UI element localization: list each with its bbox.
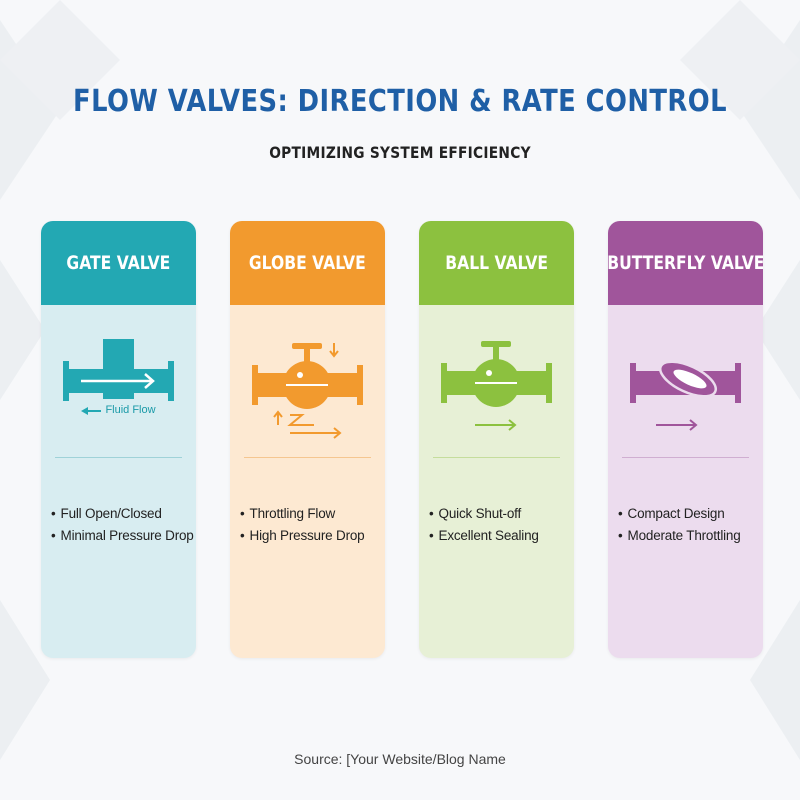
ball-valve-icon (419, 333, 574, 453)
divider (433, 457, 560, 458)
card-title: BUTTERFLY VALVE (608, 252, 763, 274)
globe-valve-icon (230, 333, 385, 453)
feature-item: Moderate Throttling (618, 525, 763, 547)
butterfly-valve-icon (608, 333, 763, 453)
divider (622, 457, 749, 458)
feature-list: Throttling Flow High Pressure Drop (240, 503, 385, 547)
page-subtitle: OPTIMIZING SYSTEM EFFICIENCY (269, 143, 531, 162)
divider (55, 457, 182, 458)
feature-item: Minimal Pressure Drop (51, 525, 196, 547)
source-credit: Source: [Your Website/Blog Name (294, 751, 506, 767)
feature-list: Quick Shut-off Excellent Sealing (429, 503, 574, 547)
feature-item: Quick Shut-off (429, 503, 574, 525)
card-title: BALL VALVE (445, 252, 548, 274)
card-header: BUTTERFLY VALVE (608, 221, 763, 305)
card-header: GLOBE VALVE (230, 221, 385, 305)
card-title: GLOBE VALVE (249, 252, 366, 274)
gate-valve-icon (41, 333, 196, 453)
ball-valve-card: BALL VALVE Quick Shut-off Ex (419, 221, 574, 658)
card-header: GATE VALVE (41, 221, 196, 305)
gate-valve-card: GATE VALVE Fluid Flow Full Open/Closed M… (41, 221, 196, 658)
feature-list: Compact Design Moderate Throttling (618, 503, 763, 547)
card-title: GATE VALVE (66, 252, 171, 274)
card-header: BALL VALVE (419, 221, 574, 305)
butterfly-valve-card: BUTTERFLY VALVE Compact Design Moderate (608, 221, 763, 658)
page-title: FLOW VALVES: DIRECTION & RATE CONTROL (73, 84, 727, 119)
feature-item: Full Open/Closed (51, 503, 196, 525)
fluid-flow-label: Fluid Flow (105, 404, 156, 416)
feature-item: Excellent Sealing (429, 525, 574, 547)
globe-valve-card: GLOBE VALVE (230, 221, 385, 658)
divider (244, 457, 371, 458)
feature-item: High Pressure Drop (240, 525, 385, 547)
feature-item: Compact Design (618, 503, 763, 525)
feature-list: Full Open/Closed Minimal Pressure Drop (51, 503, 196, 547)
feature-item: Throttling Flow (240, 503, 385, 525)
